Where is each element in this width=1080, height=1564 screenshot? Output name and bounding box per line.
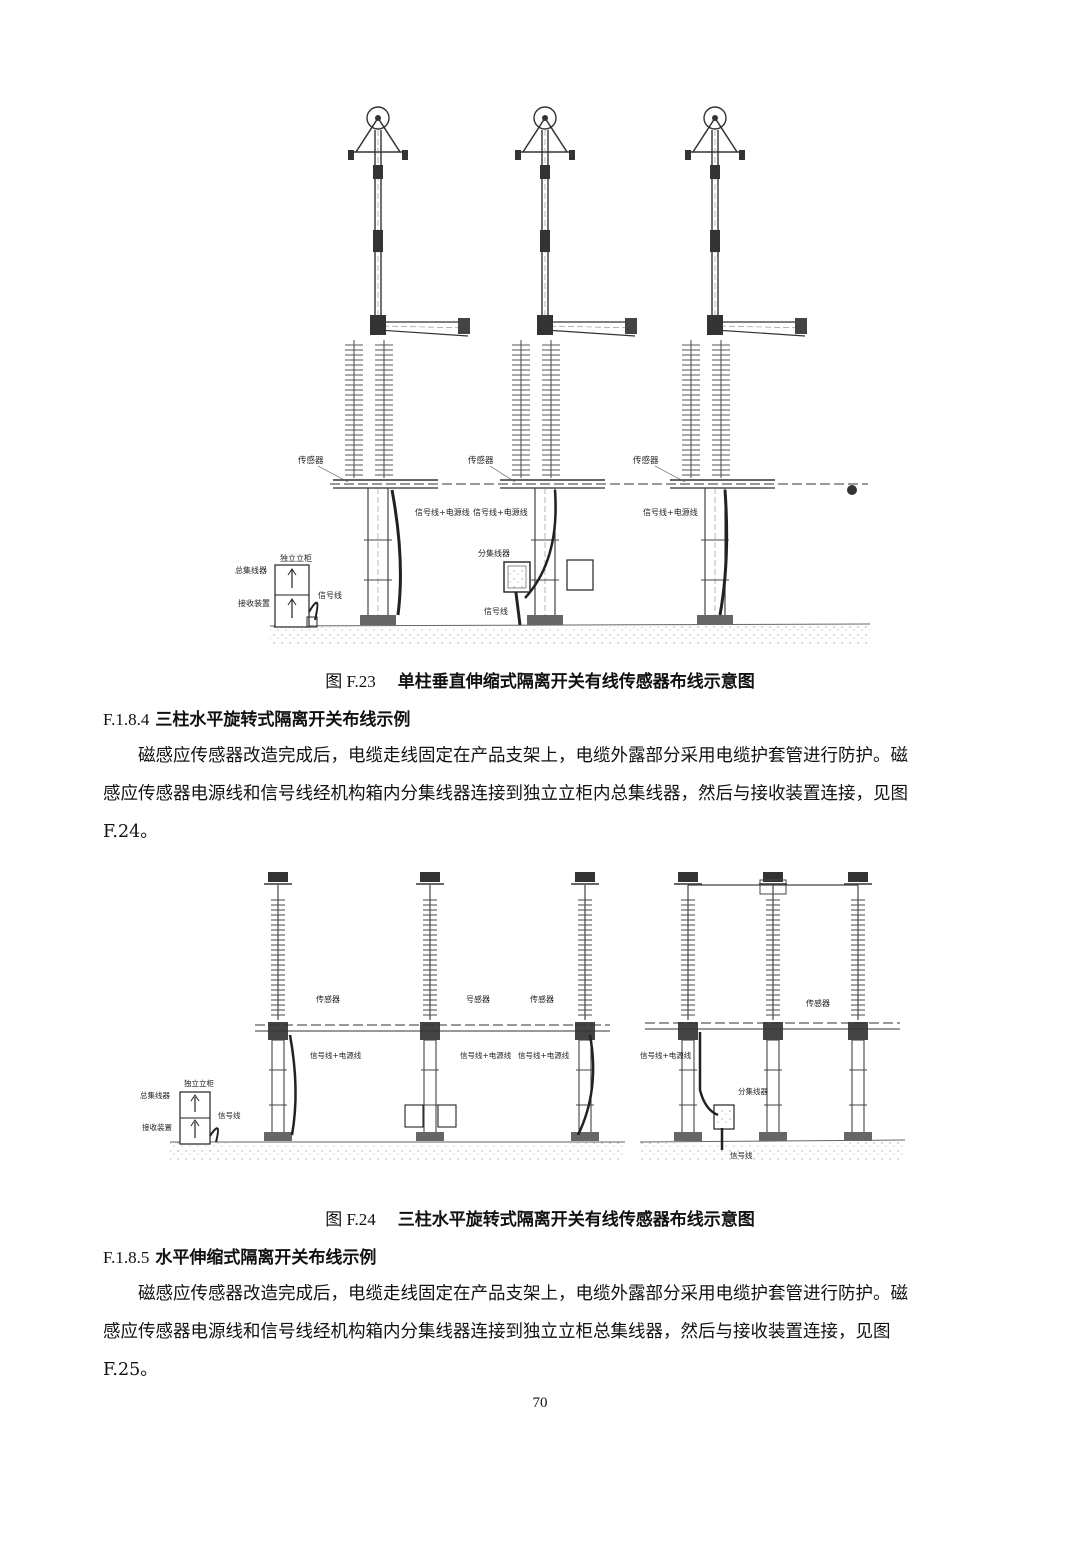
paragraph-line: 磁感应传感器改造完成后，电缆走线固定在产品支架上，电缆外露部分采用电缆护套管进行… (138, 1284, 908, 1304)
section-f185-paragraph: 磁感应传感器改造完成后，电缆走线固定在产品支架上，电缆外露部分采用电缆护套管进行… (103, 1275, 979, 1389)
label-signal-2: 信号线 (318, 590, 342, 600)
rotary-column-1 (263, 871, 293, 1142)
label-hub: 总集线器 (235, 565, 267, 575)
label-sensor-2: 传感器 (468, 455, 494, 466)
label-cabinet: 独立立柜 (280, 553, 312, 563)
paragraph-line: F.24。 (103, 822, 158, 842)
figure-f23-title: 单柱垂直伸缩式隔离开关有线传感器布线示意图 (397, 672, 755, 692)
f24-label-sensor-3: 传感器 (530, 994, 554, 1004)
section-number: F.1.8.5 (103, 1248, 150, 1267)
label-signal-power-2: 信号线+电源线 (473, 507, 528, 517)
f24-label-sensor-1: 传感器 (316, 994, 340, 1004)
section-title: 三柱水平旋转式隔离开关布线示例 (155, 710, 411, 730)
label-receiver: 接收装置 (238, 598, 270, 608)
paragraph-line: 磁感应传感器改造完成后，电缆走线固定在产品支架上，电缆外露部分采用电缆护套管进行… (138, 746, 908, 766)
section-f184-paragraph: 磁感应传感器改造完成后，电缆走线固定在产品支架上，电缆外露部分采用电缆护套管进行… (103, 737, 979, 851)
figure-f23-drawing: 传感器 传感器 传感器 信号线+电源线 信号线+电源线 信号线+电源线 分集线器… (235, 106, 871, 645)
rotary-column-3 (570, 871, 600, 1142)
section-title: 水平伸缩式隔离开关布线示例 (155, 1248, 377, 1268)
f24-label-sensor-4: 传感器 (806, 998, 830, 1008)
f24-label-signal-power-1: 信号线+电源线 (310, 1050, 362, 1060)
label-signal-power-1: 信号线+电源线 (415, 507, 470, 517)
label-signal-power-3: 信号线+电源线 (643, 507, 698, 517)
label-signal-1: 信号线 (484, 606, 508, 616)
rotary-column-2 (415, 871, 445, 1142)
section-number: F.1.8.4 (103, 710, 150, 729)
figure-f23-number: 图 F.23 (325, 672, 376, 691)
switch-unit-right (669, 106, 808, 626)
f24-label-receiver: 接收装置 (142, 1122, 172, 1132)
rotary-column-5 (758, 871, 788, 1142)
figure-f24-caption: 图 F.24 三柱水平旋转式隔离开关有线传感器布线示意图 (0, 1205, 1080, 1230)
switch-unit-middle (499, 106, 638, 626)
paragraph-line: 感应传感器电源线和信号线经机构箱内分集线器连接到独立立柜总集线器，然后与接收装置… (103, 1322, 891, 1342)
rotary-column-6 (843, 871, 873, 1142)
figure-f24-drawing: 传感器 号感器 传感器 传感器 信号线+电源线 信号线+电源线 信号线+电源线 … (140, 871, 906, 1160)
switch-unit-left (332, 106, 471, 626)
rotary-column-4 (673, 871, 703, 1142)
paragraph-line: F.25。 (103, 1360, 158, 1380)
f24-label-signal-1: 信号线 (730, 1150, 753, 1160)
figure-f24-number: 图 F.24 (325, 1210, 376, 1229)
page-number: 70 (532, 1395, 548, 1411)
f24-label-hub: 总集线器 (140, 1090, 170, 1100)
f24-label-signal-2: 信号线 (218, 1110, 241, 1120)
paragraph-line: 感应传感器电源线和信号线经机构箱内分集线器连接到独立立柜内总集线器，然后与接收装… (103, 784, 908, 804)
f24-label-sensor-2: 号感器 (466, 994, 490, 1004)
section-heading-f184: F.1.8.4 三柱水平旋转式隔离开关布线示例 (103, 705, 410, 730)
label-sensor-1: 传感器 (298, 455, 324, 466)
f24-label-signal-power-4: 信号线+电源线 (640, 1050, 692, 1060)
figure-f23-caption: 图 F.23 单柱垂直伸缩式隔离开关有线传感器布线示意图 (0, 667, 1080, 692)
f24-label-signal-power-3: 信号线+电源线 (518, 1050, 570, 1060)
f24-label-cabinet: 独立立柜 (184, 1078, 214, 1088)
section-heading-f185: F.1.8.5 水平伸缩式隔离开关布线示例 (103, 1243, 376, 1268)
f24-label-splitter: 分集线器 (738, 1086, 768, 1096)
label-sensor-3: 传感器 (633, 455, 659, 466)
label-splitter: 分集线器 (478, 548, 510, 558)
f24-label-signal-power-2: 信号线+电源线 (460, 1050, 512, 1060)
figure-f24-title: 三柱水平旋转式隔离开关有线传感器布线示意图 (397, 1210, 755, 1230)
